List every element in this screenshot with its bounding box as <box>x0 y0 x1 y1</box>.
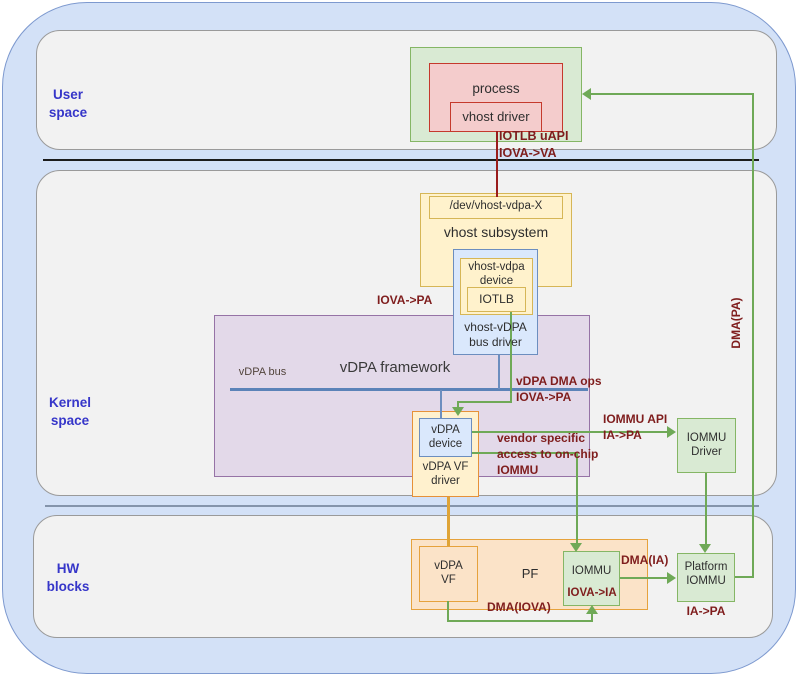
arrow-into-hw-iommu-bottom <box>586 605 598 614</box>
pf-label: PF <box>521 566 539 581</box>
vdpa-vf-box <box>419 546 478 602</box>
feedback-line-bottom <box>735 576 754 578</box>
vhost-vdpa-device-label: vhost-vdpa device <box>468 261 525 288</box>
dev-vhost-vdpa-label: /dev/vhost-vdpa-X <box>449 200 543 212</box>
arrow-into-vdpa-device <box>452 407 464 416</box>
hw-iommu-label: IOMMU <box>571 565 612 577</box>
user-space-panel <box>36 30 777 150</box>
arrow-into-iommu-driver <box>667 426 676 438</box>
vhost-subsystem-label: vhost subsystem <box>443 224 549 240</box>
iova-to-pa-annotation: IOVA->PA <box>377 293 433 307</box>
hw-blocks-panel <box>33 515 773 638</box>
vdpa-device-box <box>419 418 472 457</box>
platform-iommu-label: Platform IOMMU <box>684 561 728 588</box>
iommu-driver-box <box>677 418 736 473</box>
vdpa-dma-ops-annotation: vDPA DMA ops IOVA->PA <box>516 374 602 404</box>
iotlb-box <box>467 287 526 312</box>
bus-driver-to-bus-line <box>498 354 500 389</box>
vdpa-bus-line <box>230 388 588 391</box>
dma-ia-annotation: DMA(IA) <box>621 553 669 567</box>
iotlb-line-stub <box>457 401 459 409</box>
iotlb-line-horizontal <box>457 401 512 403</box>
process-label: process <box>472 81 520 96</box>
platform-iommu-note: IA->PA <box>686 604 726 618</box>
iotlb-label: IOTLB <box>479 292 514 306</box>
vendor-specific-annotation: vendor specific access to on-chip IOMMU <box>497 431 599 477</box>
vhost-vdpa-bus-driver-label: vhost-vDPA bus driver <box>464 320 527 349</box>
vendor-specific-line-horizontal <box>472 452 578 454</box>
dma-iova-line-down <box>447 601 449 622</box>
iommu-api-annotation: IOMMU API IA->PA <box>603 412 668 442</box>
feedback-line-vertical <box>752 93 754 578</box>
dma-iova-annotation: DMA(IOVA) <box>487 600 551 614</box>
kernel-hw-divider <box>45 505 759 507</box>
user-kernel-divider <box>43 159 759 161</box>
iotlb-line-vertical <box>510 312 512 403</box>
user-space-label: User space <box>48 87 88 121</box>
arrow-into-platform-iommu-top <box>699 544 711 553</box>
hw-blocks-label: HW blocks <box>46 561 90 595</box>
arrow-into-hw-iommu-top <box>570 543 582 552</box>
bus-to-vdpa-device-line <box>440 390 442 418</box>
dma-pa-annotation: DMA(PA) <box>729 297 743 349</box>
feedback-line-top <box>590 93 754 95</box>
iommu-driver-label: IOMMU Driver <box>686 432 727 459</box>
vhost-driver-to-devnode-line <box>496 131 498 197</box>
vendor-specific-line-vertical <box>576 452 578 544</box>
dma-iova-line-up <box>591 613 593 622</box>
iommu-driver-to-platform-line <box>705 473 707 544</box>
iommu-api-line <box>472 431 667 433</box>
kernel-space-label: Kernel space <box>48 395 92 429</box>
vdpa-device-label: vDPA device <box>428 424 463 451</box>
dma-iova-line-horizontal <box>447 620 593 622</box>
arrow-into-platform-iommu-left <box>667 572 676 584</box>
vdpa-vf-label: vDPA VF <box>434 560 463 587</box>
vhost-driver-label: vhost driver <box>462 109 530 124</box>
iotlb-uapi-annotation: IOTLB uAPI IOVA->VA <box>499 129 569 160</box>
arrow-into-process-container <box>582 88 591 100</box>
hw-iommu-note: IOVA->IA <box>567 587 617 599</box>
platform-iommu-box <box>677 553 735 602</box>
dma-ia-line <box>620 577 667 579</box>
vdpa-bus-label: vDPA bus <box>238 366 287 378</box>
vdpa-framework-label: vDPA framework <box>339 359 451 376</box>
hw-iommu-box <box>563 551 620 606</box>
vf-driver-to-vf-line <box>447 497 450 546</box>
vdpa-vf-driver-label: vDPA VF driver <box>422 461 469 488</box>
